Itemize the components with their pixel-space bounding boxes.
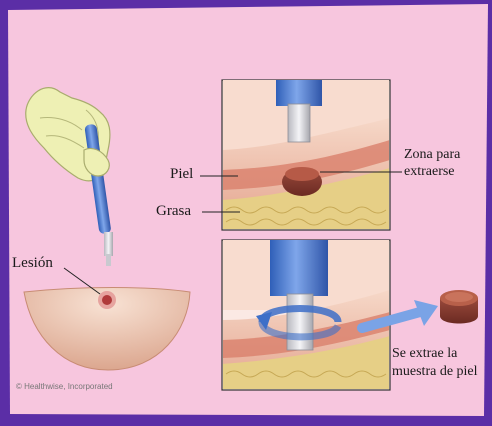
panel-before-extraction [222,80,390,230]
removed-label-line1: Se extrae la [392,346,457,362]
copyright-text: © Healthwise, Incorporated [16,382,113,391]
fat-label: Grasa [156,203,191,220]
zone-label-line1: Zona para [404,147,460,163]
removed-label-line2: muestra de piel [392,364,478,380]
panel-sample-removed [222,240,390,390]
skin-label: Piel [170,166,193,183]
extracted-skin-sample [440,290,478,324]
zone-label-line2: extraerse [404,164,455,180]
lesion-mark [102,295,112,305]
lesion-label: Lesión [12,255,53,272]
